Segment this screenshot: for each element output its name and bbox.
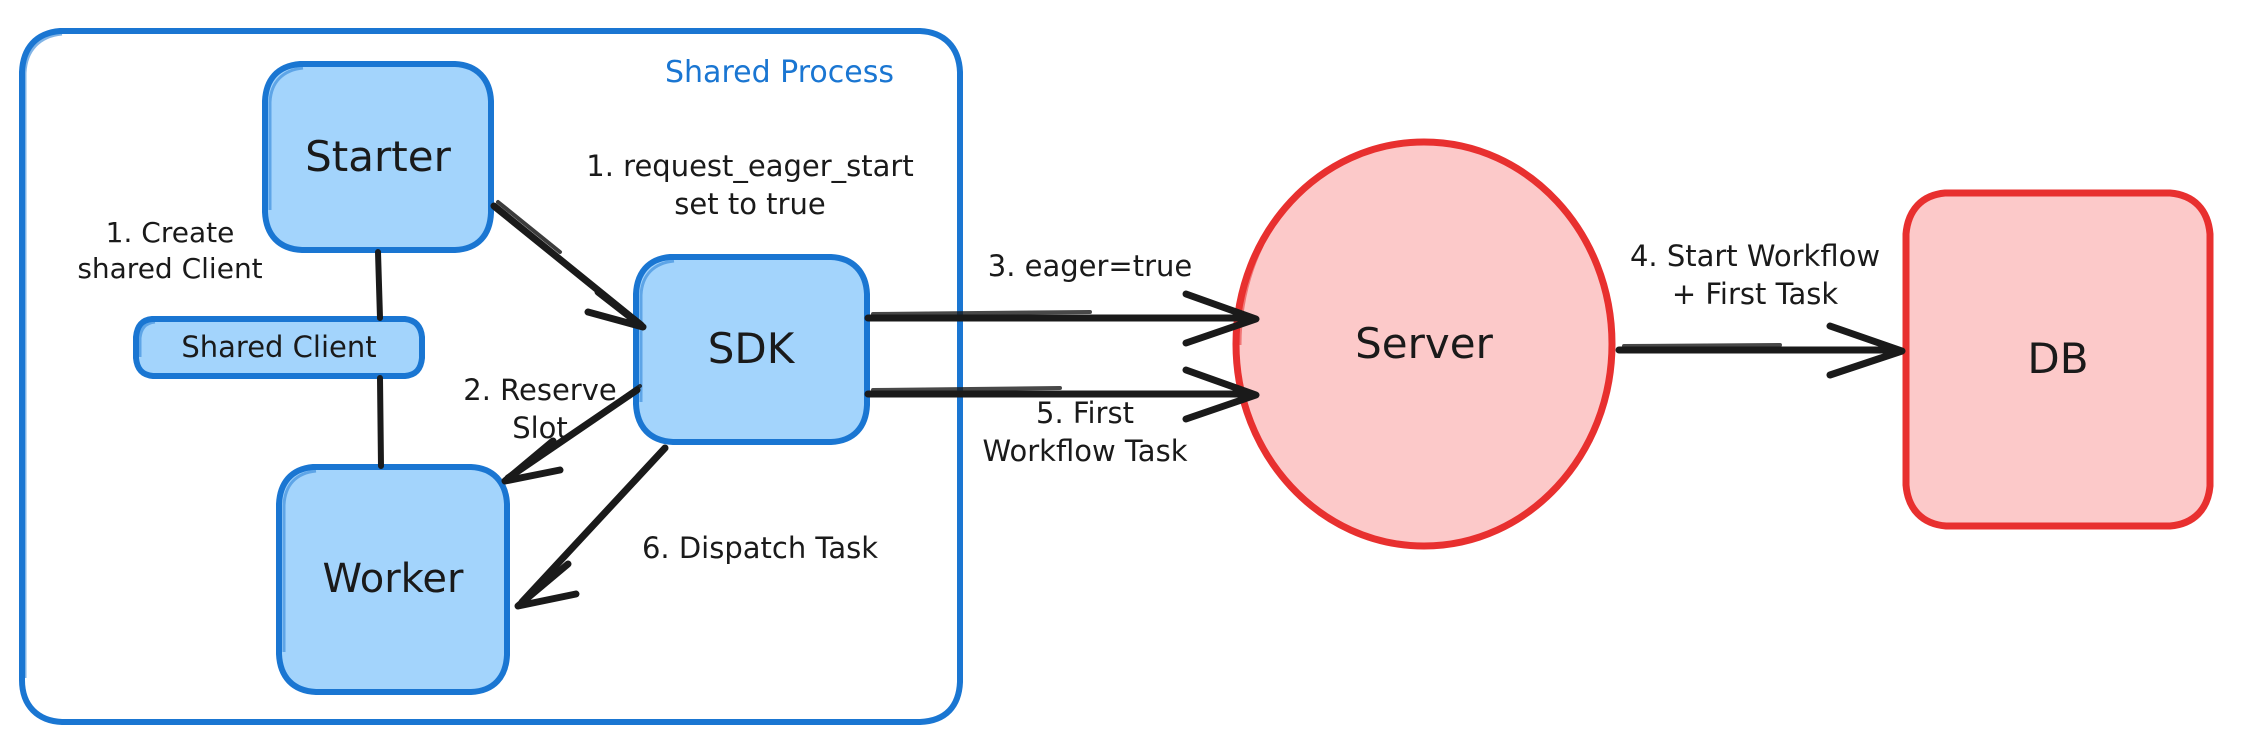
node-sdk[interactable] [633, 254, 870, 445]
edge-sdk-server-eager [864, 290, 1260, 347]
node-shared-client[interactable] [133, 316, 425, 379]
edge-sdk-worker-dispatch [514, 444, 669, 610]
shared-process-container [19, 28, 963, 725]
edge-label-eager-true: 3. eager=true [987, 249, 1193, 283]
edge-server-db [1615, 322, 1906, 379]
edge-label-create-shared-client: 1. Create shared Client [77, 216, 263, 286]
edge-label-reserve-slot: 2. Reserve Slot [463, 373, 617, 445]
edge-starter-sdk [490, 200, 647, 331]
edge-label-dispatch-task: 6. Dispatch Task [641, 531, 879, 565]
shared-process-title: Shared Process [665, 55, 894, 90]
edge-shared-client-worker [377, 375, 384, 469]
edge-label-start-workflow: 4. Start Workflow + First Task [1629, 239, 1881, 311]
edge-label-request-eager-start: 1. request_eager_start set to true [586, 149, 914, 221]
node-server[interactable] [1232, 138, 1616, 550]
edge-sdk-worker-reserve [501, 384, 642, 485]
edge-starter-shared-client [375, 249, 383, 321]
edge-sdk-server-firsttask [864, 366, 1260, 423]
edge-label-first-workflow-task: 5. First Workflow Task [982, 396, 1188, 468]
node-db[interactable] [1902, 189, 2214, 530]
node-worker[interactable] [276, 464, 510, 695]
